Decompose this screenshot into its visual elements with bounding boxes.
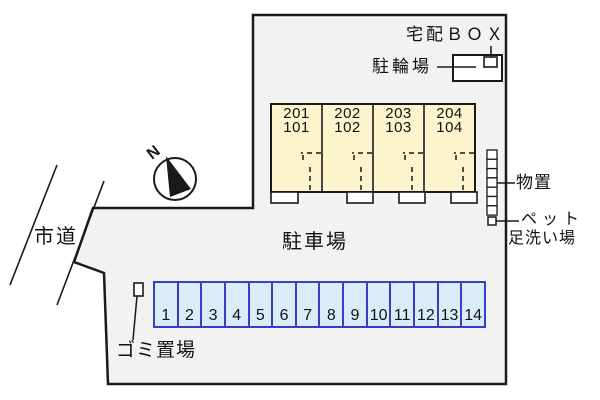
unit-label-202-102: 202 102 bbox=[322, 105, 373, 136]
delivery-box-label: 宅配ＢＯＸ bbox=[406, 25, 506, 44]
unit-upper-number: 204 bbox=[436, 105, 463, 122]
parking-space-5: 5 bbox=[247, 281, 274, 328]
compass-north-label: N bbox=[144, 143, 164, 164]
parking-space-3: 3 bbox=[200, 281, 226, 328]
porch bbox=[450, 191, 478, 204]
pet-wash-label-line2: 足洗い場 bbox=[508, 230, 577, 247]
unit-lower-number: 102 bbox=[334, 119, 361, 136]
unit-upper-number: 203 bbox=[385, 105, 412, 122]
parking-space-12: 12 bbox=[413, 281, 439, 328]
unit-lower-number: 104 bbox=[436, 119, 463, 136]
pet-wash-label-line1: ペット bbox=[521, 211, 585, 228]
parking-space-4: 4 bbox=[223, 281, 250, 328]
unit-stair-dashes bbox=[301, 152, 474, 190]
parking-space-7: 7 bbox=[294, 281, 321, 328]
unit-label-201-101: 201 101 bbox=[271, 105, 322, 136]
compass-icon: N bbox=[144, 143, 197, 201]
parking-space-2: 2 bbox=[176, 281, 203, 328]
parking-space-11: 11 bbox=[389, 281, 416, 328]
road-right-line bbox=[56, 180, 105, 306]
porch bbox=[270, 191, 299, 204]
unit-upper-number: 201 bbox=[283, 105, 310, 122]
entrance-porches bbox=[270, 191, 478, 204]
parking-space-8: 8 bbox=[318, 281, 345, 328]
parking-space-6: 6 bbox=[271, 281, 297, 328]
unit-upper-number: 202 bbox=[334, 105, 361, 122]
porch bbox=[346, 191, 374, 204]
garbage-leader bbox=[132, 295, 138, 341]
parking-space-13: 13 bbox=[436, 281, 463, 328]
parking-lot-label: 駐車場 bbox=[282, 231, 348, 253]
parking-space-10: 10 bbox=[365, 281, 392, 328]
unit-label-204-104: 204 104 bbox=[424, 105, 475, 136]
unit-lower-number: 103 bbox=[385, 119, 412, 136]
delivery-box-marker bbox=[483, 56, 498, 68]
parking-space-row: 1 2 3 4 5 6 7 8 9 10 11 12 13 14 bbox=[153, 281, 486, 328]
unit-lower-number: 101 bbox=[283, 119, 310, 136]
garbage-area-label: ゴミ置場 bbox=[116, 340, 197, 361]
pet-wash-marker bbox=[487, 216, 497, 226]
parking-space-14: 14 bbox=[460, 281, 486, 328]
unit-label-203-103: 203 103 bbox=[373, 105, 424, 136]
bicycle-parking-label: 駐輪場 bbox=[372, 57, 432, 76]
storage-shed-stack bbox=[486, 149, 498, 216]
city-road-label: 市道 bbox=[34, 226, 78, 248]
parking-space-9: 9 bbox=[342, 281, 368, 328]
garbage-marker bbox=[133, 282, 144, 297]
road-left-line bbox=[9, 164, 58, 286]
storage-label: 物置 bbox=[516, 173, 552, 192]
porch bbox=[398, 191, 426, 204]
parking-space-1: 1 bbox=[153, 281, 179, 328]
